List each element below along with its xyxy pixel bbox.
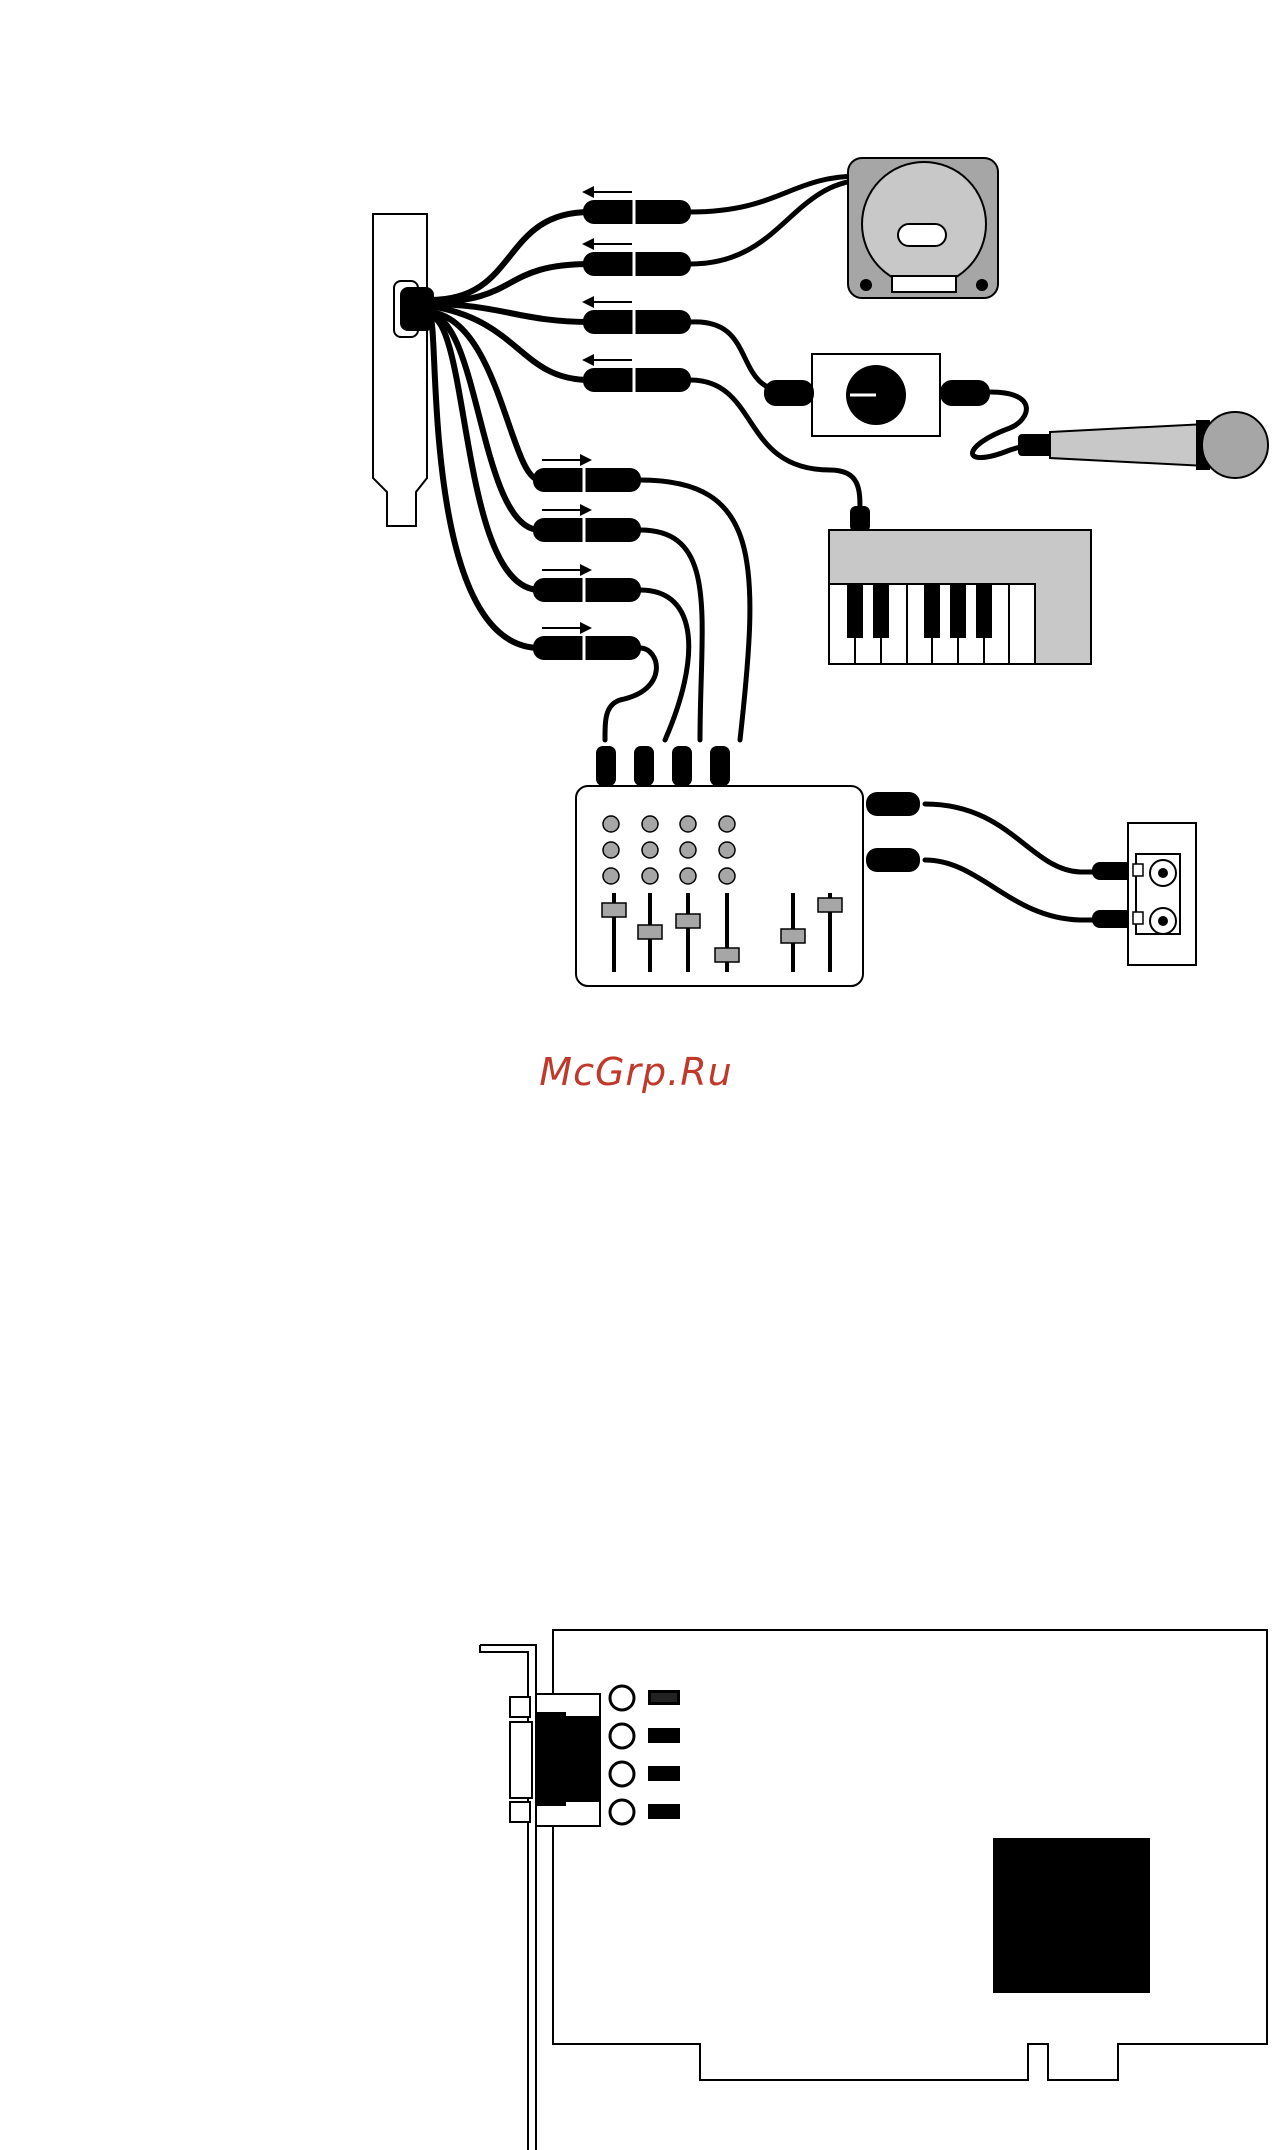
- speaker-jack-icon: [1092, 823, 1196, 965]
- output-plug-1: [533, 454, 641, 492]
- keyboard-keys: [829, 584, 1035, 664]
- pci-bracket: [373, 214, 427, 526]
- cd-drive-icon: [848, 158, 998, 298]
- microphone-icon: [1018, 412, 1268, 478]
- bracket-connector: [400, 287, 434, 331]
- mixer-icon: [576, 746, 920, 986]
- midi-keyboard-icon: [829, 506, 1091, 664]
- card-bracket: [480, 1645, 536, 2150]
- input-plug-1: [582, 186, 691, 224]
- output-plug-2: [533, 504, 641, 542]
- mixer-output-plugs: [866, 792, 920, 872]
- output-plugs: [533, 454, 641, 660]
- volume-pot-icon: [764, 354, 990, 436]
- chip-icon: [993, 1838, 1150, 1993]
- output-plug-3: [533, 564, 641, 602]
- db-connector: [510, 1694, 600, 1826]
- watermark-text: McGrp.Ru: [0, 1050, 1272, 1094]
- input-plug-3: [582, 296, 691, 334]
- input-plug-4: [582, 354, 691, 392]
- input-plug-2: [582, 238, 691, 276]
- mixer-input-plugs: [596, 746, 730, 786]
- input-plugs: [582, 186, 691, 392]
- output-plug-4: [533, 622, 641, 660]
